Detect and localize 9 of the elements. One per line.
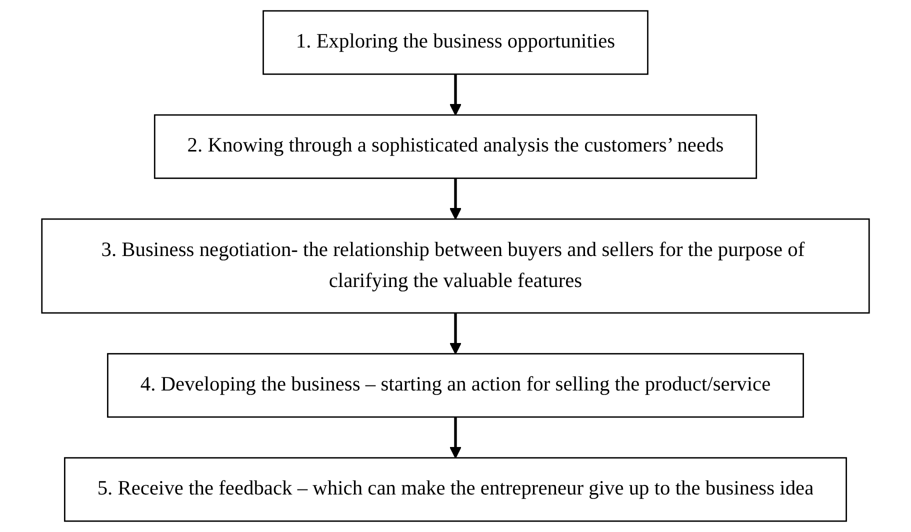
node-box: 2. Knowing through a sophisticated analysis the customers’ needs bbox=[154, 114, 758, 179]
arrow bbox=[450, 74, 462, 116]
arrow bbox=[450, 178, 462, 220]
node-box: 4. Developing the business – starting an action for selling the product/service bbox=[107, 353, 804, 418]
node-box: 3. Business negotiation- the relationship between buyers and sellers for the purpose of clarifying the valuable features bbox=[41, 218, 870, 314]
arrow bbox=[450, 417, 462, 458]
node-box: 5. Receive the feedback – which can make the entrepreneur give up to the business idea bbox=[64, 457, 847, 522]
node-box: 1. Exploring the business opportunities bbox=[262, 10, 648, 75]
arrow bbox=[450, 312, 462, 354]
